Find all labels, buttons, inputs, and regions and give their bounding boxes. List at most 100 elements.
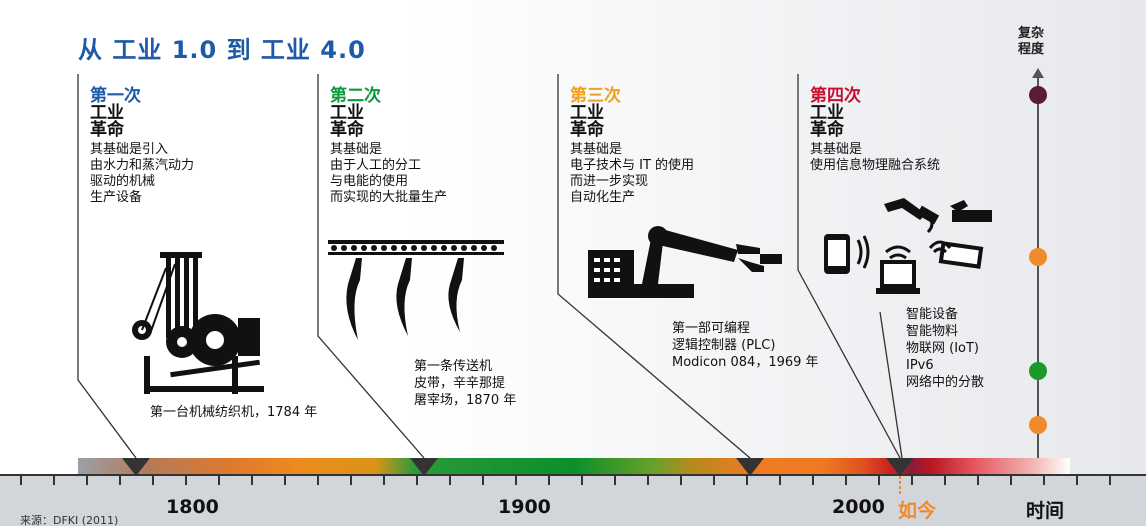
axis-tick <box>977 476 979 485</box>
loom-icon <box>132 252 264 394</box>
revolution-description: 其基础是 由于人工的分工 与电能的使用 而实现的大批量生产 <box>330 142 550 206</box>
description-line: 其基础是 <box>570 142 623 157</box>
axis-tick <box>911 476 913 485</box>
axis-tick <box>449 476 451 485</box>
year-label-1800: 1800 <box>166 496 219 518</box>
complexity-label-line: 复杂 <box>1018 26 1045 41</box>
axis-tick <box>944 476 946 485</box>
description-line: 其基础是 <box>330 142 383 157</box>
revolution-description: 其基础是 电子技术与 IT 的使用 而进一步实现 自动化生产 <box>570 142 790 206</box>
complexity-axis-label: 复杂 程度 <box>1018 26 1044 58</box>
revolution-name-line: 工业 <box>90 103 124 123</box>
milestone-line: 第一台机械纺织机，1784 年 <box>150 405 318 420</box>
milestone-line: 皮带，辛辛那提 <box>414 376 506 391</box>
year-label-2000: 2000 <box>832 496 885 518</box>
axis-tick <box>812 476 814 485</box>
axis-tick <box>746 476 748 485</box>
complexity-dot-industry-1 <box>1029 416 1047 434</box>
revolution-ordinal: 第二次 <box>330 86 381 106</box>
description-line: 由水力和蒸汽动力 <box>90 158 195 173</box>
description-line: 驱动的机械 <box>90 174 156 189</box>
axis-tick <box>284 476 286 485</box>
axis-tick <box>680 476 682 485</box>
axis-tick <box>152 476 154 485</box>
milestone-line: 智能设备 <box>906 307 959 322</box>
connector-line-3 <box>557 74 751 459</box>
connector-line-1 <box>77 74 137 459</box>
timeline-marker-4 <box>886 458 914 476</box>
axis-tick <box>86 476 88 485</box>
milestone-line: 物联网 (IoT) <box>906 341 980 356</box>
revolution-name-line: 工业 <box>810 103 844 123</box>
milestone-line: 屠宰场，1870 年 <box>414 393 517 408</box>
revolution-ordinal: 第三次 <box>570 86 621 106</box>
time-axis-label: 时间 <box>1026 500 1065 522</box>
axis-tick <box>581 476 583 485</box>
milestone-line: IPv6 <box>906 358 934 373</box>
axis-tick <box>713 476 715 485</box>
milestone-4: 智能设备 智能物料 物联网 (IoT) IPv6 网络中的分散 <box>906 306 984 391</box>
axis-tick <box>878 476 880 485</box>
milestone-3: 第一部可编程 逻辑控制器 (PLC) Modicon 084，1969 年 <box>672 320 819 371</box>
axis-tick <box>119 476 121 485</box>
axis-tick <box>350 476 352 485</box>
conveyor-belt-icon <box>328 240 504 340</box>
milestone-line: Modicon 084，1969 年 <box>672 355 819 370</box>
revolution-2: 第二次 工业 革命 其基础是 由于人工的分工 与电能的使用 而实现的大批量生产 <box>330 88 550 206</box>
axis-tick <box>20 476 22 485</box>
axis-tick <box>548 476 550 485</box>
milestone-2: 第一条传送机 皮带，辛辛那提 屠宰场，1870 年 <box>414 358 516 409</box>
milestone-line: 第一条传送机 <box>414 359 493 374</box>
description-line: 与电能的使用 <box>330 174 409 189</box>
source-note: 来源：DFKI (2011) <box>20 514 119 527</box>
page-title: 从 工业 1.0 到 工业 4.0 <box>78 36 366 64</box>
description-line: 其基础是 <box>810 142 863 157</box>
milestone-line: 网络中的分散 <box>906 375 985 390</box>
description-line: 其基础是引入 <box>90 142 169 157</box>
axis-tick <box>185 476 187 485</box>
axis-tick <box>317 476 319 485</box>
revolution-ordinal: 第一次 <box>90 86 141 106</box>
axis-tick <box>383 476 385 485</box>
revolution-name-line: 革命 <box>330 120 364 140</box>
timeline-marker-1 <box>122 458 150 476</box>
connector-line-4 <box>797 74 901 459</box>
revolution-1: 第一次 工业 革命 其基础是引入 由水力和蒸汽动力 驱动的机械 生产设备 <box>90 88 310 206</box>
milestone-line: 智能物料 <box>906 324 959 339</box>
revolution-description: 其基础是 使用信息物理融合系统 <box>810 142 1030 174</box>
complexity-axis <box>1037 76 1039 474</box>
revolution-name-line: 革命 <box>570 120 604 140</box>
axis-tick <box>779 476 781 485</box>
time-axis-band <box>0 474 1146 526</box>
description-line: 使用信息物理融合系统 <box>810 158 941 173</box>
revolution-name-line: 革命 <box>810 120 844 140</box>
revolution-name-line: 革命 <box>90 120 124 140</box>
description-line: 电子技术与 IT 的使用 <box>570 158 695 173</box>
axis-tick <box>53 476 55 485</box>
arrow-up-icon <box>1032 68 1044 78</box>
axis-tick <box>647 476 649 485</box>
now-label: 如今 <box>898 500 937 522</box>
axis-tick <box>416 476 418 485</box>
axis-tick <box>1010 476 1012 485</box>
smart-devices-icon <box>824 198 992 294</box>
revolution-ordinal: 第四次 <box>810 86 861 106</box>
milestone-1: 第一台机械纺织机，1784 年 <box>150 404 317 421</box>
timeline-marker-2 <box>410 458 438 476</box>
revolution-description: 其基础是引入 由水力和蒸汽动力 驱动的机械 生产设备 <box>90 142 310 206</box>
description-line: 自动化生产 <box>570 190 636 205</box>
milestone-line: 逻辑控制器 (PLC) <box>672 338 776 353</box>
time-axis-line <box>0 474 1146 476</box>
axis-tick <box>845 476 847 485</box>
axis-tick <box>515 476 517 485</box>
complexity-dot-industry-3 <box>1029 248 1047 266</box>
milestone-line: 第一部可编程 <box>672 321 751 336</box>
complexity-dot-industry-4 <box>1029 86 1047 104</box>
axis-tick <box>251 476 253 485</box>
revolution-4: 第四次 工业 革命 其基础是 使用信息物理融合系统 <box>810 88 1030 174</box>
axis-tick <box>1043 476 1045 485</box>
connector-line-4b <box>879 311 903 459</box>
revolution-name-line: 工业 <box>330 103 364 123</box>
